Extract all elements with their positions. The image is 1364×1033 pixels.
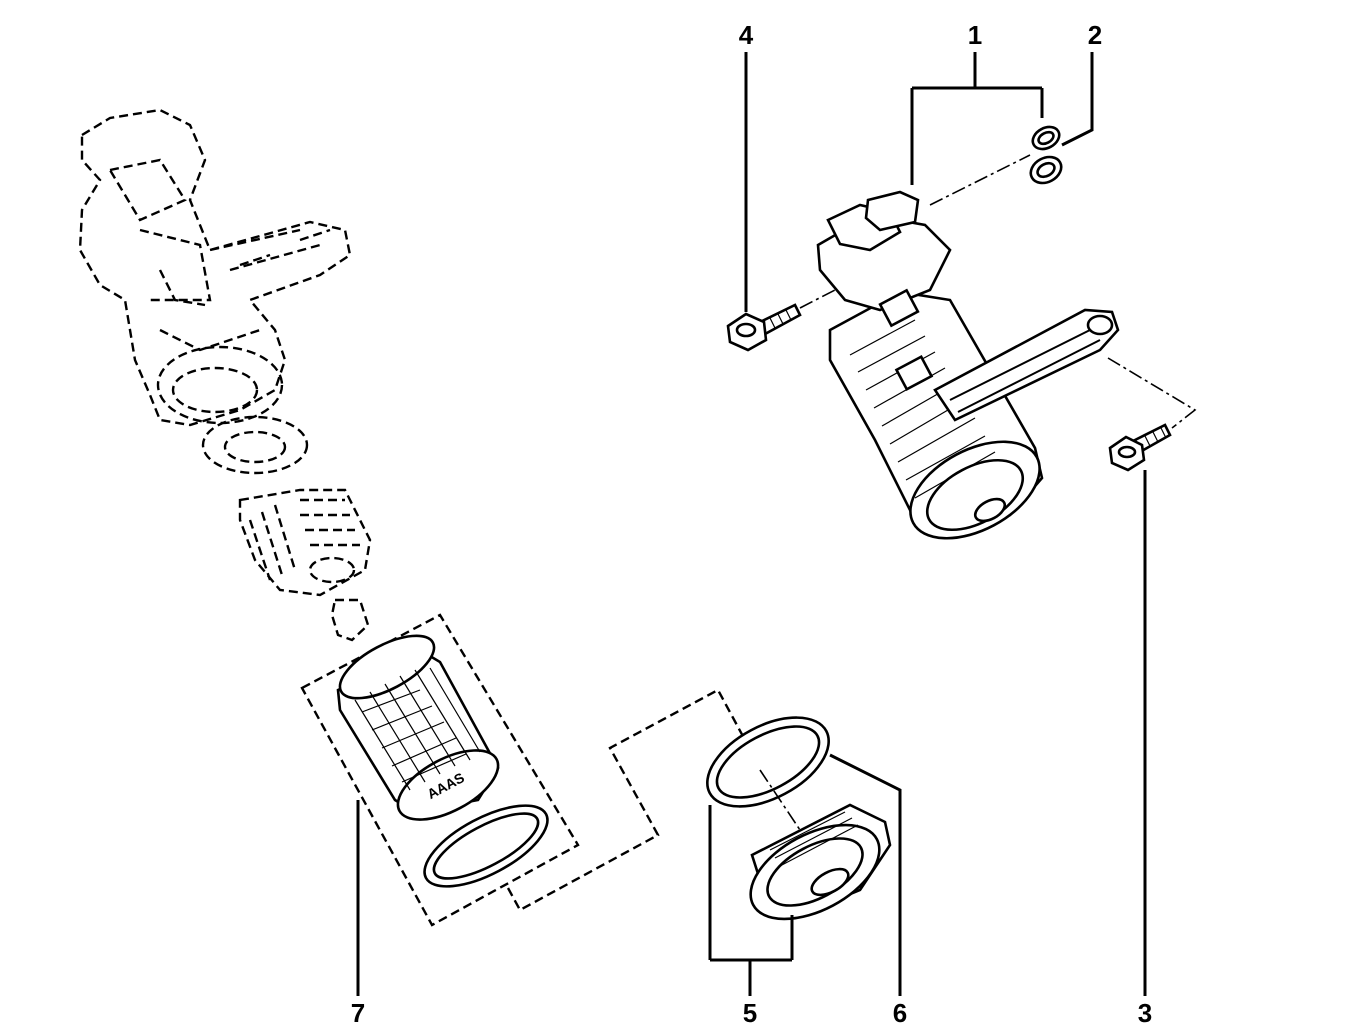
- callout-5: 5: [743, 998, 757, 1028]
- callout-3: 3: [1138, 998, 1152, 1028]
- o-ring-axis-line: [929, 154, 1031, 206]
- callout-7: 7: [351, 998, 365, 1028]
- filter-cap: [749, 803, 892, 921]
- engine-block-ghost: [78, 108, 372, 642]
- bolt3-axis-line: [1107, 357, 1197, 429]
- bolt-item-4: [726, 303, 802, 352]
- bolt-item-3: [1108, 423, 1172, 472]
- filter-cartridge: AAAS: [336, 634, 500, 821]
- bolt4-axis-line: [799, 289, 836, 309]
- cap-axis-line: [759, 769, 801, 831]
- oil-filter-housing: [816, 190, 1120, 540]
- leader-lines: [356, 52, 1147, 996]
- callout-1: 1: [968, 20, 982, 50]
- callout-2: 2: [1088, 20, 1102, 50]
- o-ring-pair: [1029, 125, 1063, 185]
- callout-6: 6: [893, 998, 907, 1028]
- filter-cap-oring: [706, 716, 830, 808]
- callout-4: 4: [739, 20, 754, 50]
- filter-seal-ring: [423, 804, 549, 888]
- filter-element-group: AAAS: [300, 613, 747, 927]
